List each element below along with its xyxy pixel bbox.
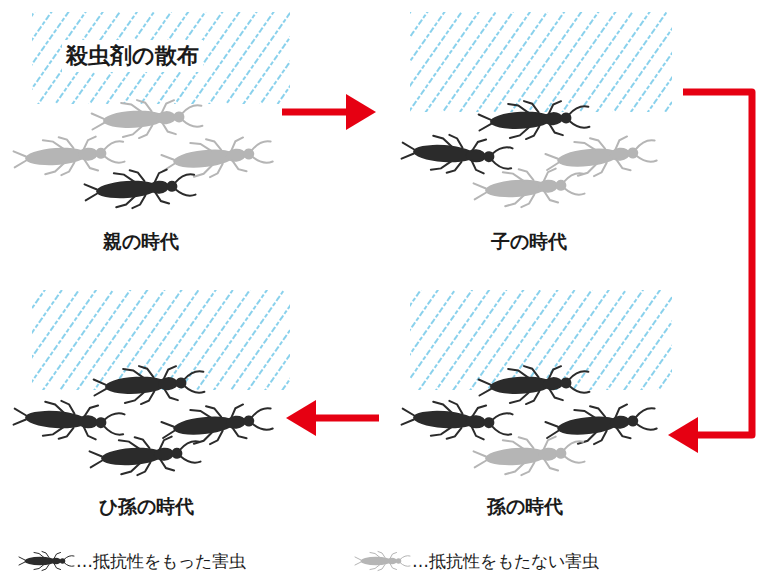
generation-label: ひ孫の時代	[10, 494, 282, 520]
insect	[93, 363, 205, 407]
legend-item: …抵抗性をもたない害虫	[350, 547, 599, 575]
insect	[13, 133, 125, 179]
generation-label-text: 子の時代	[488, 230, 570, 252]
generation-label-text: 孫の時代	[484, 495, 566, 517]
insect	[478, 363, 590, 407]
insect	[473, 165, 585, 211]
generation-label-text: 親の時代	[100, 230, 182, 252]
generation-group: ひ孫の時代	[10, 330, 282, 520]
insecticide-spray	[32, 12, 672, 390]
insect	[544, 400, 657, 449]
arrow	[683, 92, 752, 435]
generation-label: 親の時代	[10, 229, 272, 255]
insect	[160, 400, 273, 449]
arrow	[314, 415, 379, 422]
rain	[410, 12, 672, 112]
arrow	[282, 109, 348, 116]
generation-label-text: ひ孫の時代	[96, 495, 197, 517]
insect	[401, 398, 513, 444]
generation-group: 子の時代	[378, 60, 680, 255]
insect	[401, 132, 513, 178]
rain	[32, 12, 290, 104]
generation-label: 子の時代	[378, 229, 680, 255]
insect	[160, 133, 273, 182]
rain	[410, 290, 672, 390]
legend-swatch-box	[350, 547, 412, 575]
legend-text: …抵抗性をもった害虫	[76, 550, 246, 573]
insect	[544, 132, 657, 181]
insect	[478, 98, 590, 142]
insect	[473, 433, 585, 479]
insect	[13, 398, 125, 444]
legend-swatch	[19, 552, 74, 571]
legend-text: …抵抗性をもたない害虫	[412, 550, 599, 573]
legend-item: …抵抗性をもった害虫	[14, 547, 246, 575]
generation-group: 孫の時代	[385, 330, 665, 520]
insect	[89, 433, 201, 479]
insects	[13, 97, 658, 479]
generation-label: 孫の時代	[385, 494, 665, 520]
legend-swatch-box	[14, 547, 76, 575]
legend-swatch	[355, 552, 410, 571]
rain	[32, 290, 290, 390]
generation-group: 親の時代	[10, 60, 272, 255]
insect	[91, 97, 203, 141]
title: 殺虫剤の散布	[62, 40, 203, 72]
insect	[84, 166, 196, 212]
